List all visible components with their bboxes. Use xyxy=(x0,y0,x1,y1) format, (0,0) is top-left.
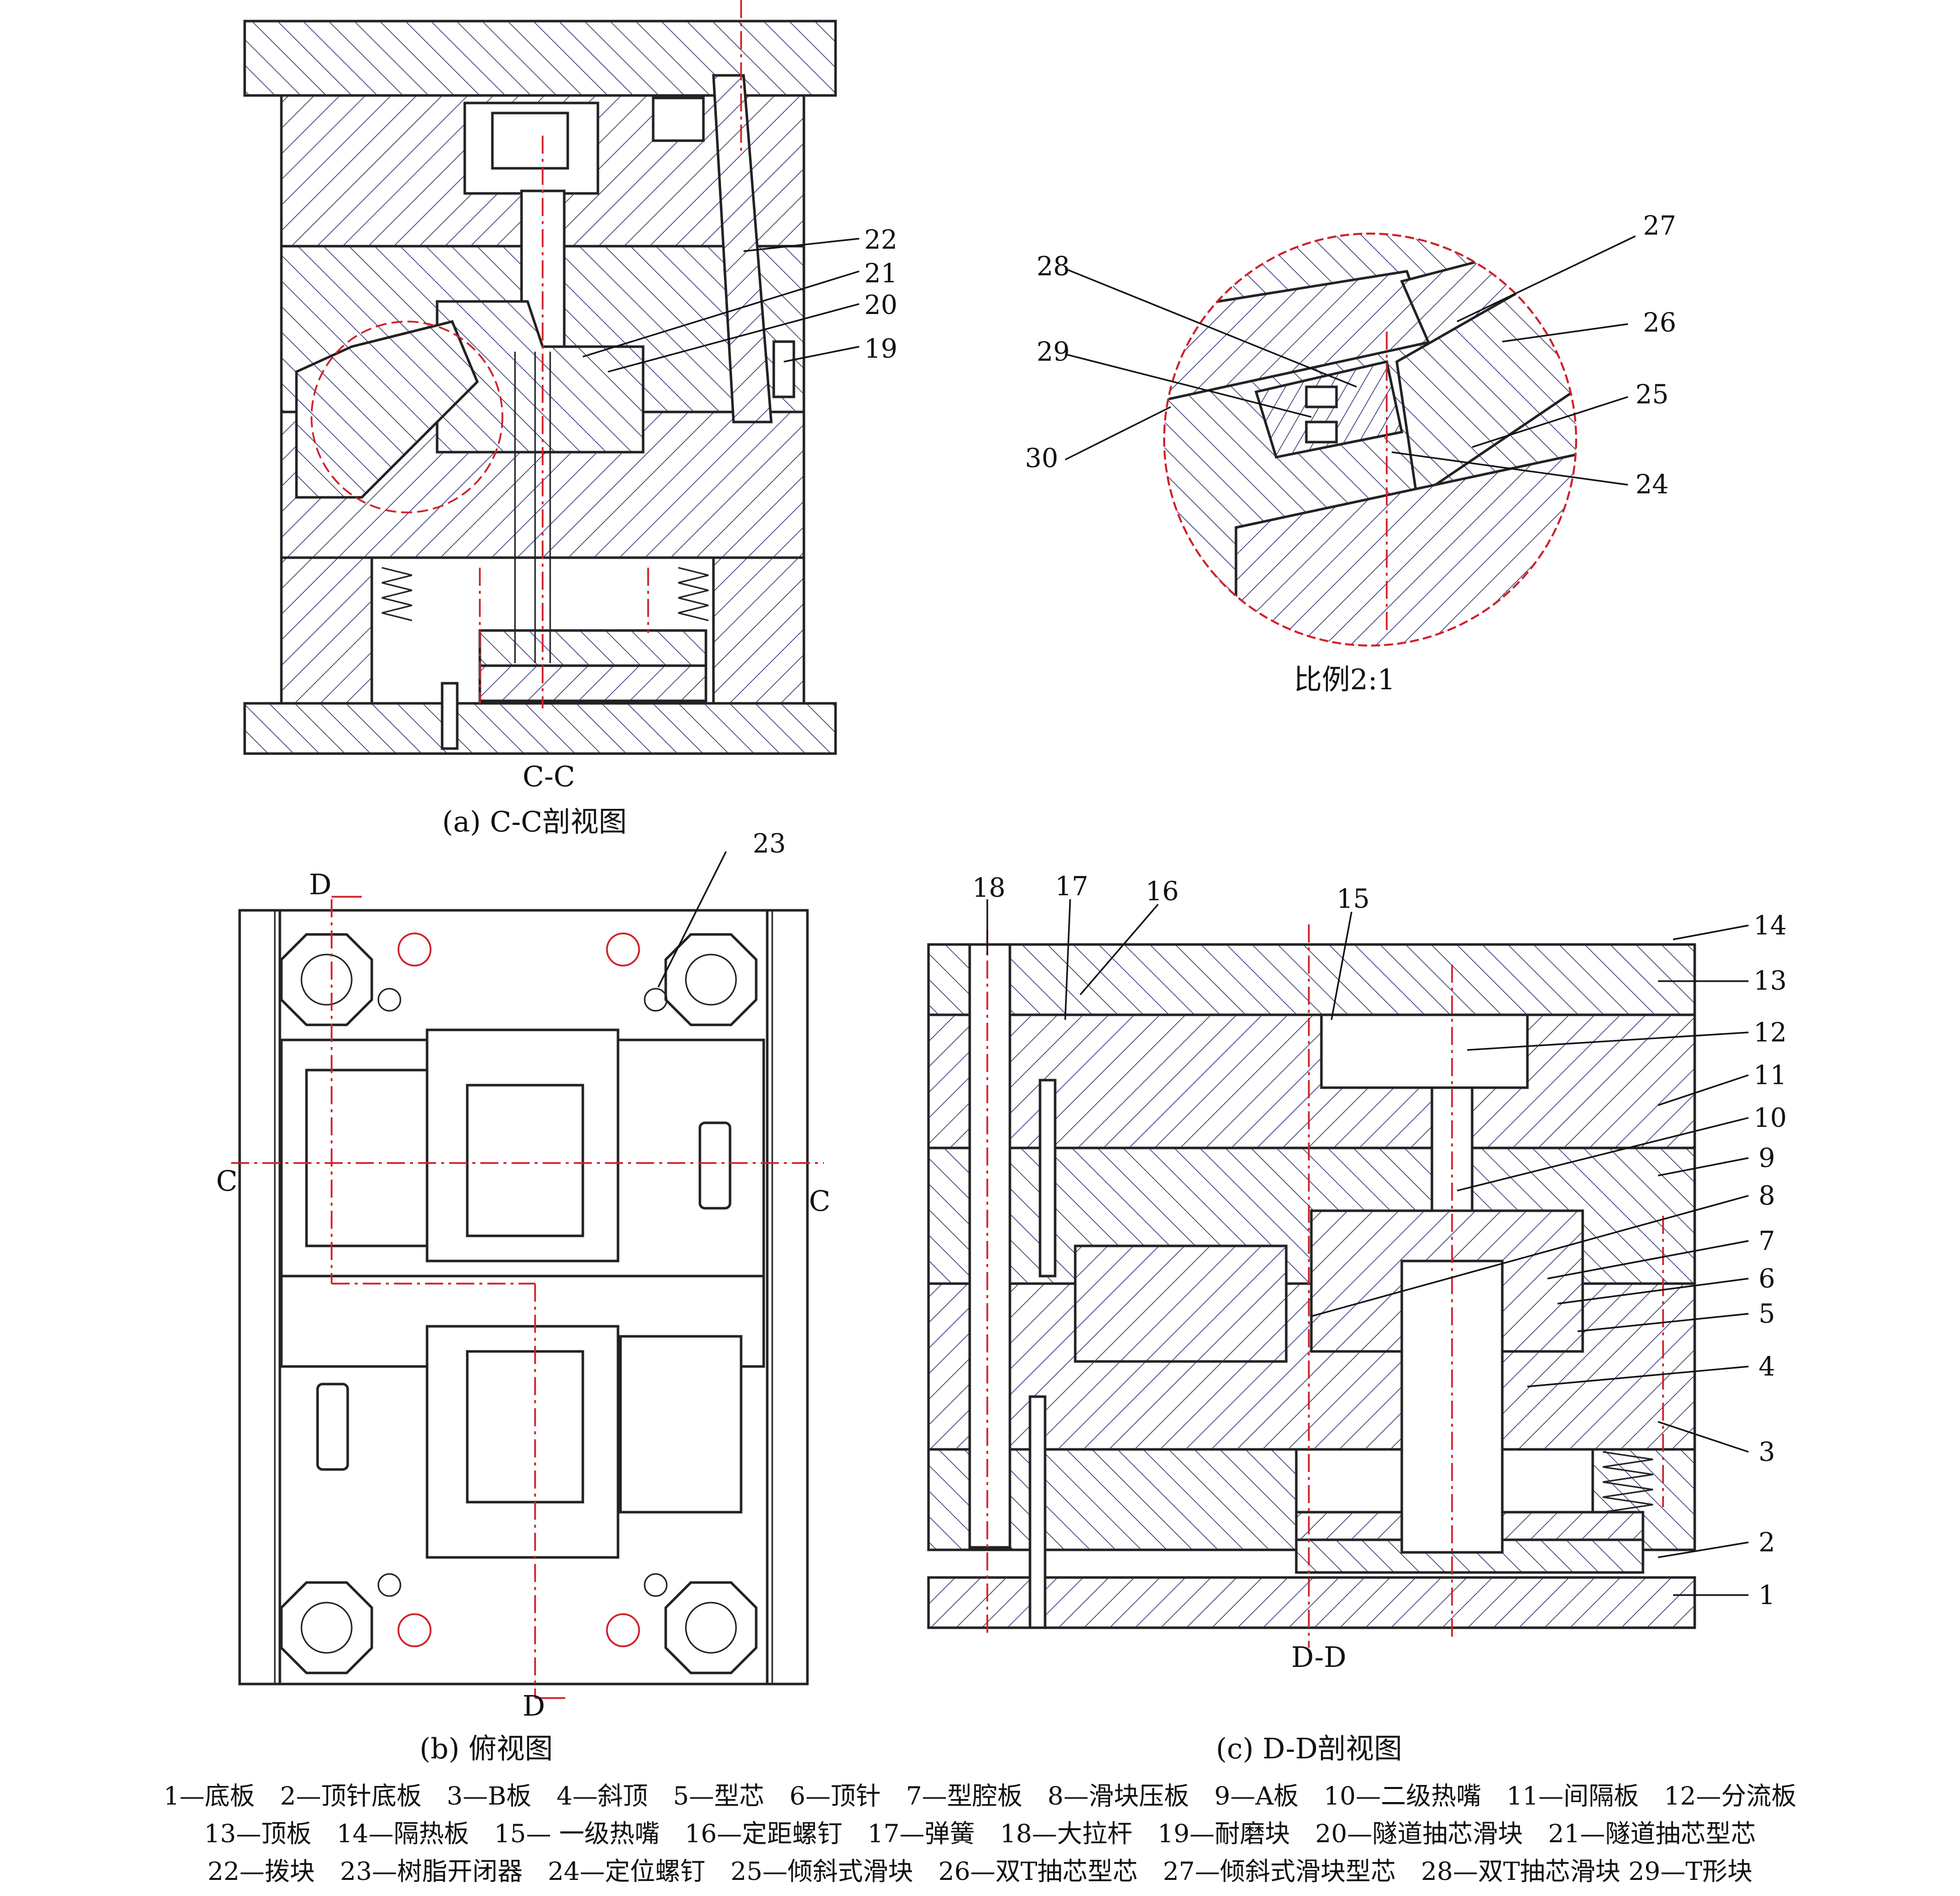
c-callout-5: 5 xyxy=(1759,1299,1775,1329)
a-section-label: C-C xyxy=(523,761,575,793)
a-angled-slide xyxy=(295,320,479,499)
a-springs xyxy=(381,567,709,621)
detail-scale-label: 比例2:1 xyxy=(1294,664,1395,696)
b-slide-right xyxy=(619,1335,743,1514)
b-section-mark-c-left: C xyxy=(216,1165,238,1198)
c-right-leaders xyxy=(1311,924,1749,1596)
c-callout-16: 16 xyxy=(1146,877,1179,907)
c-caption: (c) D-D剖视图 xyxy=(1216,1733,1402,1765)
b-resin-openers xyxy=(397,932,640,1647)
b-slide-left xyxy=(305,1069,429,1247)
a-support-right xyxy=(712,556,805,705)
a-ejector-plate xyxy=(478,664,707,702)
detail-callout-29: 29 xyxy=(1037,337,1070,367)
c-slide xyxy=(1074,1244,1288,1363)
b-callout-23: 23 xyxy=(753,829,786,859)
b-caption: (b) 俯视图 xyxy=(420,1733,553,1765)
b-section-mark-c-right: C xyxy=(809,1185,831,1218)
a-callout-20: 20 xyxy=(864,290,897,321)
a-core-insert xyxy=(436,300,645,454)
detail-callout-28: 28 xyxy=(1037,252,1070,282)
c-callout-12: 12 xyxy=(1753,1018,1787,1048)
c-callout-8: 8 xyxy=(1759,1181,1775,1211)
detail-callout-25: 25 xyxy=(1635,380,1669,410)
a-finger-cam xyxy=(712,74,773,424)
c-tie-rod xyxy=(968,943,1011,1549)
a-top-clamp-plate xyxy=(243,20,837,97)
c-callout-4: 4 xyxy=(1759,1352,1775,1382)
c-callout-11: 11 xyxy=(1753,1061,1787,1091)
c-callout-7: 7 xyxy=(1759,1226,1775,1256)
a-detail-circle xyxy=(311,321,503,513)
c-callout-10: 10 xyxy=(1753,1103,1787,1133)
detail-callout-24: 24 xyxy=(1635,470,1669,500)
c-callout-3: 3 xyxy=(1759,1437,1775,1467)
c-top-plate xyxy=(927,943,1696,1016)
a-callout-19: 19 xyxy=(864,334,897,364)
legend-line-1: 1—底板 2—顶针底板 3—B板 4—斜顶 5—型芯 6—顶针 7—型腔板 8—… xyxy=(163,1781,1797,1811)
c-section-label: D-D xyxy=(1291,1641,1347,1674)
c-callout-6: 6 xyxy=(1759,1264,1775,1294)
c-callout-14: 14 xyxy=(1753,911,1787,941)
c-callout-9: 9 xyxy=(1759,1143,1775,1174)
detail-view: 28 29 30 27 26 25 24 比例2:1 xyxy=(1025,211,1676,696)
a-small-block xyxy=(652,96,705,142)
detail-slide xyxy=(1254,360,1403,459)
detail-callout-27: 27 xyxy=(1643,211,1676,241)
c-bottom-plate xyxy=(927,1576,1696,1629)
view-b-top: 23 D D C C (b) 俯视图 xyxy=(216,829,831,1765)
c-callout-13: 13 xyxy=(1753,966,1787,996)
c-callout-15: 15 xyxy=(1336,884,1370,914)
c-callout-17: 17 xyxy=(1055,872,1088,902)
detail-callout-26: 26 xyxy=(1643,308,1676,338)
c-callout-18: 18 xyxy=(972,873,1005,903)
legend-line-3: 22—拨块 23—树脂开闭器 24—定位螺钉 25—倾斜式滑块 26—双T抽芯型… xyxy=(208,1857,1752,1886)
c-manifold xyxy=(1320,1013,1529,1089)
b-section-mark-d-bottom: D xyxy=(523,1690,545,1723)
b-guide-pillars xyxy=(280,933,758,1674)
a-bottom-clamp-plate xyxy=(243,702,837,755)
a-callout-21: 21 xyxy=(864,259,897,289)
detail-callout-30: 30 xyxy=(1025,444,1058,474)
a-ejector-retainer xyxy=(478,629,707,667)
view-a-section: 22 21 20 19 C-C (a) C-C剖视图 xyxy=(243,0,897,838)
legend-line-2: 13—顶板 14—隔热板 15— 一级热嘴 16—定距螺钉 17—弹簧 18—大… xyxy=(204,1819,1756,1848)
c-spring xyxy=(1602,1451,1654,1513)
a-callout-22: 22 xyxy=(864,225,897,255)
view-c-section: 18 17 16 15 14 13 12 11 10 9 8 7 6 xyxy=(927,872,1787,1765)
c-callout-2: 2 xyxy=(1759,1528,1775,1558)
a-support-left xyxy=(280,556,373,705)
a-caption: (a) C-C剖视图 xyxy=(442,806,627,838)
b-section-mark-d-top: D xyxy=(309,869,332,901)
c-callout-1: 1 xyxy=(1759,1581,1775,1611)
